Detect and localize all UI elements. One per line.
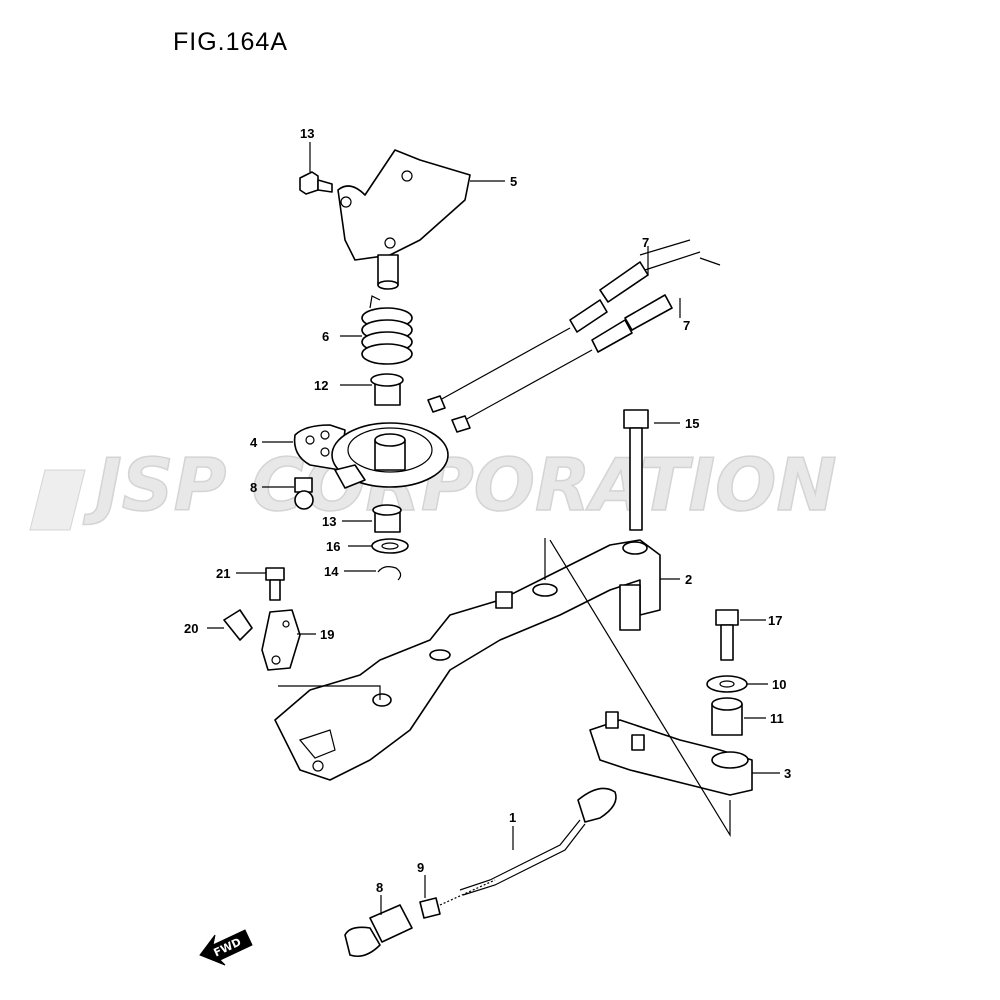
- callout-13-b: 13: [322, 514, 336, 529]
- callout-3: 3: [784, 766, 791, 781]
- callout-15: 13: [300, 126, 314, 141]
- part-3-arm: [589, 711, 753, 796]
- callout-labels: 13 5 7 7 6 12 4 8 13 16 14 15 2 21 20 19…: [184, 126, 791, 895]
- callout-9: 8: [250, 480, 257, 495]
- part-15-bolt: [299, 171, 333, 195]
- part-5-bracket: [337, 149, 471, 290]
- fwd-arrow-icon: FWD: [199, 929, 253, 966]
- callout-17: 15: [685, 416, 699, 431]
- part-9-pin: [294, 477, 314, 510]
- part-14-clip: [377, 566, 402, 581]
- part-10-nut: [419, 897, 441, 919]
- part-11-washer: [706, 675, 748, 693]
- watermark-text: JSP CORPORATION: [83, 443, 837, 527]
- part-12-collar: [711, 697, 743, 736]
- part-6-spring: [361, 295, 413, 365]
- callout-13-a: 12: [314, 378, 328, 393]
- callout-18: 16: [326, 539, 340, 554]
- part-16-bolt: [715, 609, 739, 661]
- callout-14: 14: [324, 564, 339, 579]
- watermark: JSP CORPORATION: [29, 442, 837, 531]
- callout-7-b: 7: [683, 318, 690, 333]
- callout-10: 9: [417, 860, 424, 875]
- callout-8: 8: [376, 880, 383, 895]
- part-13-bushing-upper: [370, 373, 404, 406]
- part-18-washer: [371, 538, 409, 554]
- callout-4: 4: [250, 435, 258, 450]
- part-13-bushing-lower: [372, 504, 402, 533]
- part-4-lever: [293, 422, 449, 489]
- callout-19: 19: [320, 627, 334, 642]
- callout-6: 6: [322, 329, 329, 344]
- callout-21: 21: [216, 566, 230, 581]
- callout-5: 5: [510, 174, 517, 189]
- part-8-joint: [344, 904, 413, 958]
- callout-12: 11: [770, 711, 784, 726]
- figure-title: FIG.164A: [173, 28, 288, 56]
- callout-2: 2: [685, 572, 692, 587]
- part-20-clamp: [223, 609, 253, 641]
- callout-16: 17: [768, 613, 782, 628]
- part-2-rail: [274, 539, 661, 781]
- callout-1: 1: [509, 810, 516, 825]
- part-21-bolt: [265, 567, 285, 601]
- part-1-rod: [439, 787, 617, 906]
- callout-leaders: [207, 142, 780, 915]
- part-19-plate: [261, 609, 301, 671]
- callout-11: 10: [772, 677, 786, 692]
- part-7-cables: [427, 239, 721, 433]
- callout-20: 20: [184, 621, 198, 636]
- part-17-bolt: [623, 409, 649, 531]
- callout-7-a: 7: [642, 235, 649, 250]
